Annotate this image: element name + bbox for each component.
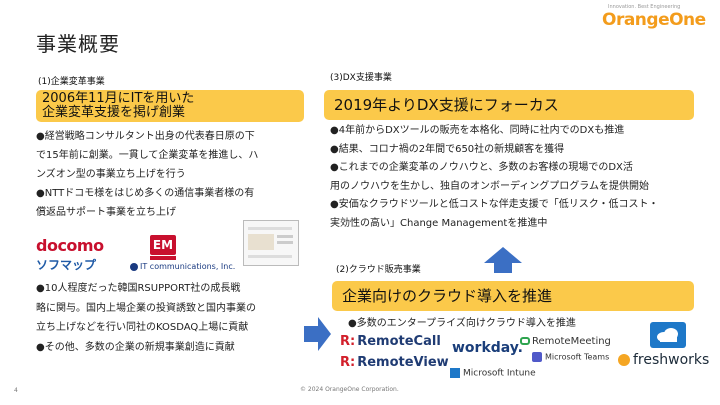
section3-line: 実効性の高い」Change Managementを推進中: [330, 217, 548, 229]
remotecall-logo: R:RemoteCall: [340, 334, 441, 349]
intune-label: Microsoft Intune: [463, 368, 536, 379]
freshworks-icon: [618, 354, 630, 366]
section1-line: ンズオン型の事業立ち上げを行う: [36, 169, 186, 180]
freshworks-label: freshworks: [633, 352, 710, 368]
freshworks-logo: freshworks: [618, 352, 709, 368]
section3-line: ●4年前からDXツールの販売を本格化、同時に社内でのDXも推進: [330, 125, 625, 136]
docomo-logo: docomo: [36, 236, 104, 255]
msteams-label: Microsoft Teams: [545, 352, 610, 362]
arrow-up-icon: [484, 247, 522, 273]
r-mark-icon: R:: [340, 355, 356, 370]
section2-body: ●多数のエンタープライズ向けクラウド導入を推進: [348, 318, 576, 329]
intune-icon: [450, 368, 460, 378]
remotecall-label: RemoteCall: [357, 334, 441, 349]
section1-line: 立ち上げなどを行い同社のKOSDAQ上場に貢献: [36, 322, 249, 333]
orangeone-logo: Innovation. Best Engineering OrangeOne: [602, 4, 706, 32]
section1-line: 略に関与。国内上場企業の投資誘致と国内事業の: [36, 302, 256, 314]
section2-banner: 企業向けのクラウド導入を推進: [332, 281, 694, 311]
remoteview-label: RemoteView: [357, 355, 449, 370]
logo-wordmark: OrangeOne: [602, 10, 706, 30]
section1-banner: 2006年11月にITを用いた 企業変革支援を掲げ創業: [36, 90, 304, 122]
itcom-label: IT communications, Inc.: [140, 262, 236, 271]
em-logo: EM: [150, 235, 176, 255]
section1-line: ●その他、多数の企業の新規事業創造に貢献: [36, 341, 235, 353]
section3-line: ●安価なクラウドツールと低コストな伴走支援で「低リスク・低コスト・: [330, 199, 659, 211]
section1-body: ●経営戦略コンサルタント出身の代表春日原の下 で15年前に創業。一貫して企業変革…: [36, 127, 298, 222]
document-thumbnail: [243, 220, 299, 266]
copyright: © 2024 OrangeOne Corporation.: [300, 386, 399, 393]
section1-banner-line2: 企業変革支援を掲げ創業: [42, 105, 186, 120]
r-mark-icon: R:: [340, 334, 356, 349]
itcom-icon: [130, 262, 138, 271]
workday-logo: workday.: [452, 340, 523, 356]
section1-banner-line1: 2006年11月にITを用いた: [42, 91, 195, 106]
arrow-right-icon: [304, 317, 331, 351]
section3-line: 用のノウハウを生かし、独自のオンボーディングプログラムを提供開始: [330, 180, 649, 192]
section1-line: 償返品サポート事業を立ち上げ: [36, 207, 176, 218]
em-logo-bar: [150, 256, 176, 260]
section1-line: ●10人程度だった韓国RSUPPORT社の成長戦: [36, 283, 241, 294]
section1-body2: ●10人程度だった韓国RSUPPORT社の成長戦 略に関与。国内上場企業の投資誘…: [36, 279, 298, 357]
section3-label: (3)DX支援事業: [330, 73, 392, 83]
intune-logo: Microsoft Intune: [450, 368, 536, 379]
remoteview-logo: R:RemoteView: [340, 355, 449, 370]
section1-line: で15年前に創業。一貫して企業変革を推進し、ハ: [36, 150, 259, 161]
remotemeeting-icon: [520, 337, 530, 345]
teams-icon: [532, 352, 542, 362]
page-number: 4: [14, 387, 18, 394]
itcom-logo: IT communications, Inc.: [130, 262, 235, 271]
section2-label: (2)クラウド販売事業: [336, 265, 421, 275]
remotemeeting-logo: RemoteMeeting: [520, 336, 611, 347]
cloud-icon: [650, 322, 686, 348]
section3-line: ●結果、コロナ禍の2年間で650社の新規顧客を獲得: [330, 143, 565, 155]
section3-body: ●4年前からDXツールの販売を本格化、同時に社内でのDXも推進 ●結果、コロナ禍…: [330, 122, 700, 234]
section1-line: ●NTTドコモ様をはじめ多くの通信事業者様の有: [36, 188, 255, 199]
slide-title: 事業概要: [36, 32, 120, 56]
section3-line: ●これまでの企業変革のノウハウと、多数のお客様の現場でのDX活: [330, 162, 633, 174]
sofmap-logo: ソフマップ: [36, 258, 97, 272]
logo-tagline: Innovation. Best Engineering: [608, 4, 681, 10]
section1-label: (1)企業変革事業: [38, 77, 105, 87]
section1-line: ●経営戦略コンサルタント出身の代表春日原の下: [36, 131, 255, 142]
section3-banner: 2019年よりDX支援にフォーカス: [324, 90, 694, 120]
remotemeeting-label: RemoteMeeting: [532, 336, 611, 347]
msteams-logo: Microsoft Teams: [532, 352, 609, 362]
